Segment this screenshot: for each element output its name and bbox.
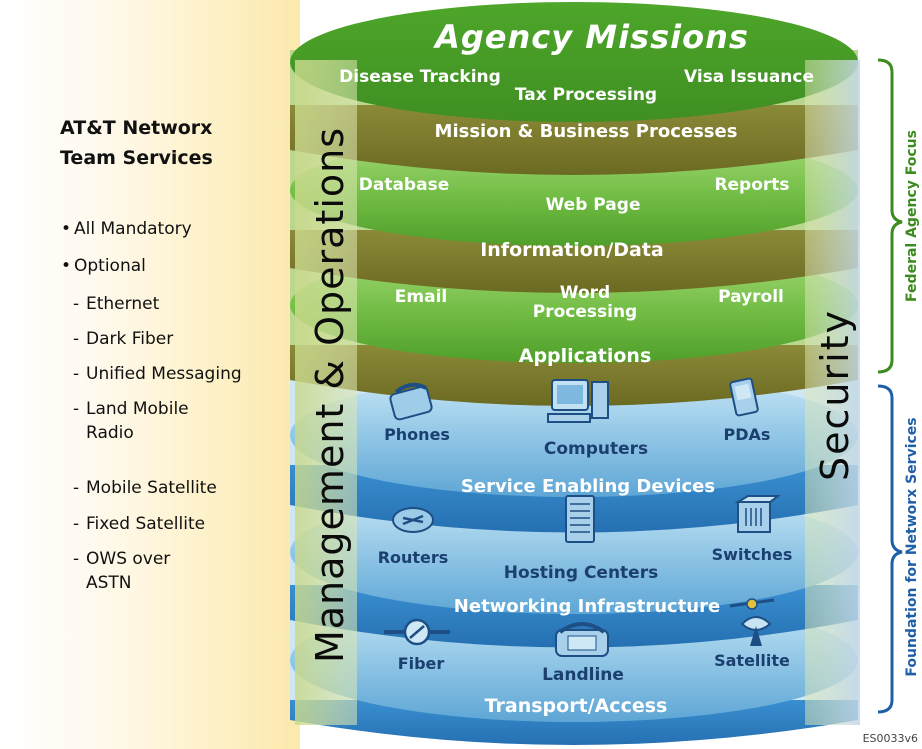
app-item: Processing xyxy=(533,302,637,322)
panel-title-line1: AT&T Networx xyxy=(60,117,213,139)
satellite-icon xyxy=(729,598,775,646)
service-item: Fixed Satellite xyxy=(73,512,205,536)
info-band-label: Information/Data xyxy=(480,239,664,261)
security-column xyxy=(805,60,860,725)
device-item: PDAs xyxy=(724,425,771,444)
pda-icon xyxy=(729,377,759,417)
service-item: Dark Fiber xyxy=(73,327,173,351)
device-item: Phones xyxy=(384,425,450,444)
top-disc xyxy=(290,2,858,122)
app-item: Payroll xyxy=(718,287,784,307)
app-item: Email xyxy=(395,287,447,307)
apps-band-shape xyxy=(290,345,858,406)
transport-item: Satellite xyxy=(714,651,790,670)
devices-band-label: Service Enabling Devices xyxy=(461,476,715,497)
devices-disc xyxy=(290,373,858,497)
service-item: Ethernet xyxy=(73,292,159,316)
service-item: Optional xyxy=(61,254,146,278)
service-item: Radio xyxy=(86,423,134,443)
server-icon xyxy=(565,495,595,543)
service-item: Unified Messaging xyxy=(73,362,242,386)
management-operations-label: Management & Operations xyxy=(308,127,352,663)
switch-icon xyxy=(734,495,781,533)
info-item: Reports xyxy=(714,175,789,195)
apps-band-label: Applications xyxy=(519,345,652,367)
network-item: Switches xyxy=(712,545,793,564)
network-item: Hosting Centers xyxy=(504,563,658,583)
federal-agency-focus-label: Federal Agency Focus xyxy=(904,130,920,302)
mission-item: Visa Issuance xyxy=(684,67,814,87)
foundation-bracket xyxy=(877,384,903,714)
mission-band-label: Mission & Business Processes xyxy=(435,121,738,142)
landline-icon xyxy=(555,622,609,657)
info-item: Web Page xyxy=(546,195,641,215)
phone-icon xyxy=(389,382,433,421)
agency-missions-title: Agency Missions xyxy=(432,18,749,56)
service-item: All Mandatory xyxy=(61,217,192,241)
service-item: ASTN xyxy=(86,573,132,593)
computer-icon xyxy=(547,379,609,423)
info-item: Database xyxy=(359,175,449,195)
mission-item: Tax Processing xyxy=(515,85,657,105)
foundation-networx-label: Foundation for Networx Services xyxy=(904,417,920,676)
figure-code: ES0033v6 xyxy=(862,732,918,745)
panel-title: AT&T Networx Team Services xyxy=(60,113,213,173)
network-band-label: Networking Infrastructure xyxy=(454,596,720,617)
network-item: Routers xyxy=(378,548,449,567)
service-item: OWS over xyxy=(73,547,170,571)
device-item: Computers xyxy=(544,439,648,459)
federal-bracket xyxy=(877,58,903,374)
transport-item: Fiber xyxy=(398,654,445,673)
service-item: Land Mobile xyxy=(73,397,189,421)
service-item: Mobile Satellite xyxy=(73,476,217,500)
management-column xyxy=(295,60,357,725)
mission-item: Disease Tracking xyxy=(339,67,501,87)
app-item: Word xyxy=(560,283,610,303)
security-label: Security xyxy=(813,309,857,481)
transport-item: Landline xyxy=(542,665,624,685)
fiber-icon xyxy=(384,618,450,646)
transport-band-label: Transport/Access xyxy=(485,695,668,717)
router-icon xyxy=(392,507,434,533)
panel-title-line2: Team Services xyxy=(60,147,213,169)
info-band-shape xyxy=(290,230,858,293)
mission-band-shape xyxy=(290,105,858,175)
